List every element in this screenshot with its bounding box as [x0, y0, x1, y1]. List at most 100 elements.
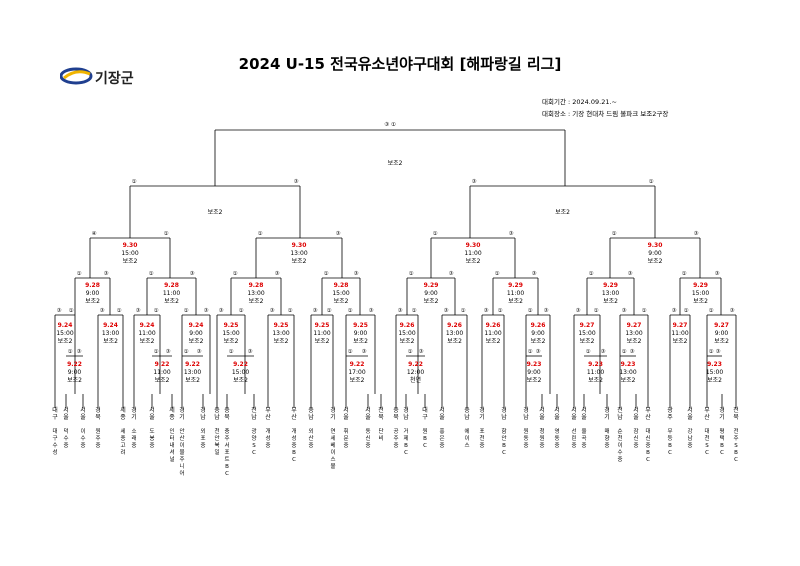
- team-region: 울: [581, 414, 587, 421]
- match-venue: 보조2: [508, 298, 523, 305]
- match-time: 15:00: [332, 290, 349, 297]
- match-time: 13:00: [619, 369, 636, 376]
- team-name: 이: [617, 441, 622, 449]
- team-region: 울: [571, 414, 577, 421]
- match-venue: 보조2: [707, 377, 722, 384]
- team-name: 충: [224, 427, 229, 435]
- match-venue: 보조2: [123, 258, 138, 265]
- team-name: 선: [571, 427, 576, 435]
- team-name: 주: [179, 456, 184, 463]
- team-region: 경: [330, 407, 336, 414]
- match-venue: 보조2: [580, 338, 595, 345]
- team-region: 울: [365, 414, 371, 421]
- team-name: 동: [523, 435, 528, 442]
- match-time: 15:00: [121, 250, 138, 257]
- match-venue: 보조2: [693, 298, 708, 305]
- team-name: S: [252, 443, 256, 449]
- team-name: C: [225, 471, 229, 477]
- seed-mark: ①: [682, 271, 687, 277]
- team-name: 등: [667, 435, 672, 442]
- team-name: 평: [719, 428, 724, 435]
- team-name: 동: [365, 428, 370, 435]
- seed-mark: ③: [544, 308, 549, 314]
- match-venue: 보조2: [208, 209, 223, 216]
- team-name: B: [423, 436, 427, 442]
- team-region: 산: [291, 413, 297, 421]
- match-time: 15:00: [578, 330, 595, 337]
- team-name: 포: [224, 449, 229, 456]
- team-name: 율: [581, 428, 586, 435]
- seed-mark: ③: [630, 349, 635, 355]
- seed-mark: ③: [715, 271, 720, 277]
- team-name: 외: [200, 428, 205, 435]
- match-time: 15:00: [56, 330, 73, 337]
- team-region: 울: [687, 414, 693, 421]
- match-date: 9.28: [334, 282, 349, 289]
- match-venue: 보조2: [233, 377, 248, 384]
- team-name: 래: [131, 434, 136, 442]
- team-region: 경: [523, 407, 529, 414]
- seed-mark: ③: [270, 308, 275, 314]
- team-name: 포: [200, 435, 205, 442]
- match-date: 9.26: [486, 322, 501, 329]
- team-name: 은: [439, 435, 444, 442]
- team-region: 경: [479, 407, 485, 414]
- seed-mark: ①: [324, 271, 329, 277]
- team-name: 신: [633, 434, 638, 442]
- team-name: 터: [169, 434, 174, 442]
- team-name: 중: [291, 442, 296, 449]
- team-region: 구: [422, 414, 428, 421]
- match-venue: 보조2: [714, 338, 729, 345]
- team-name: 성: [291, 434, 296, 442]
- team-region: 전: [617, 406, 623, 414]
- team-name: 중: [308, 442, 313, 449]
- team-name: 거: [403, 427, 408, 435]
- team-name: 수: [52, 442, 57, 449]
- team-name: 이: [80, 427, 85, 435]
- team-name: 안: [214, 435, 219, 442]
- team-region: 경: [719, 407, 725, 414]
- team-name: 덕: [63, 428, 68, 435]
- match-venue: 보조2: [292, 258, 307, 265]
- team-region: 경: [131, 407, 137, 414]
- team-name: 스: [330, 456, 335, 463]
- match-time: 13:00: [272, 330, 289, 337]
- team-name: 중: [95, 442, 100, 449]
- seed-mark: ①: [233, 271, 238, 277]
- team-name: 주: [95, 435, 100, 442]
- team-name: 중: [523, 442, 528, 449]
- team-name: 천: [617, 434, 622, 442]
- match-venue: 보조2: [58, 338, 73, 345]
- team-name: 중: [645, 442, 650, 449]
- team-name: 성: [52, 448, 57, 456]
- match-time: 15:00: [222, 330, 239, 337]
- match-time: 11:00: [163, 290, 180, 297]
- match-venue: 보조2: [388, 160, 403, 167]
- team-name: 단: [378, 427, 383, 435]
- team-name: 중: [365, 442, 370, 449]
- team-name: 이: [464, 434, 469, 442]
- seed-mark: ③: [601, 349, 606, 355]
- team-region: 기: [179, 413, 185, 421]
- team-name: S: [734, 443, 738, 449]
- seed-mark: ①: [68, 349, 73, 355]
- team-name: 중: [393, 442, 398, 449]
- seed-mark: ①: [528, 349, 533, 355]
- team-name: 원: [539, 434, 544, 442]
- match-date: 9.30: [123, 242, 138, 249]
- match-venue: 보조2: [648, 258, 663, 265]
- seed-mark: ④: [92, 231, 97, 237]
- match-time: 15:00: [706, 369, 723, 376]
- team-region: 서: [63, 406, 69, 414]
- team-name: B: [502, 443, 506, 449]
- team-name: 중: [554, 442, 559, 449]
- seed-mark: ③: [694, 231, 699, 237]
- team-name: 주: [224, 435, 229, 442]
- match-venue: 보조2: [140, 338, 155, 345]
- match-venue: 보조2: [447, 338, 462, 345]
- team-name: 서: [224, 441, 229, 449]
- match-date: 9.26: [400, 322, 415, 329]
- match-time: 13:00: [290, 250, 307, 257]
- team-name: 수: [80, 435, 85, 442]
- team-name: 포: [479, 428, 484, 435]
